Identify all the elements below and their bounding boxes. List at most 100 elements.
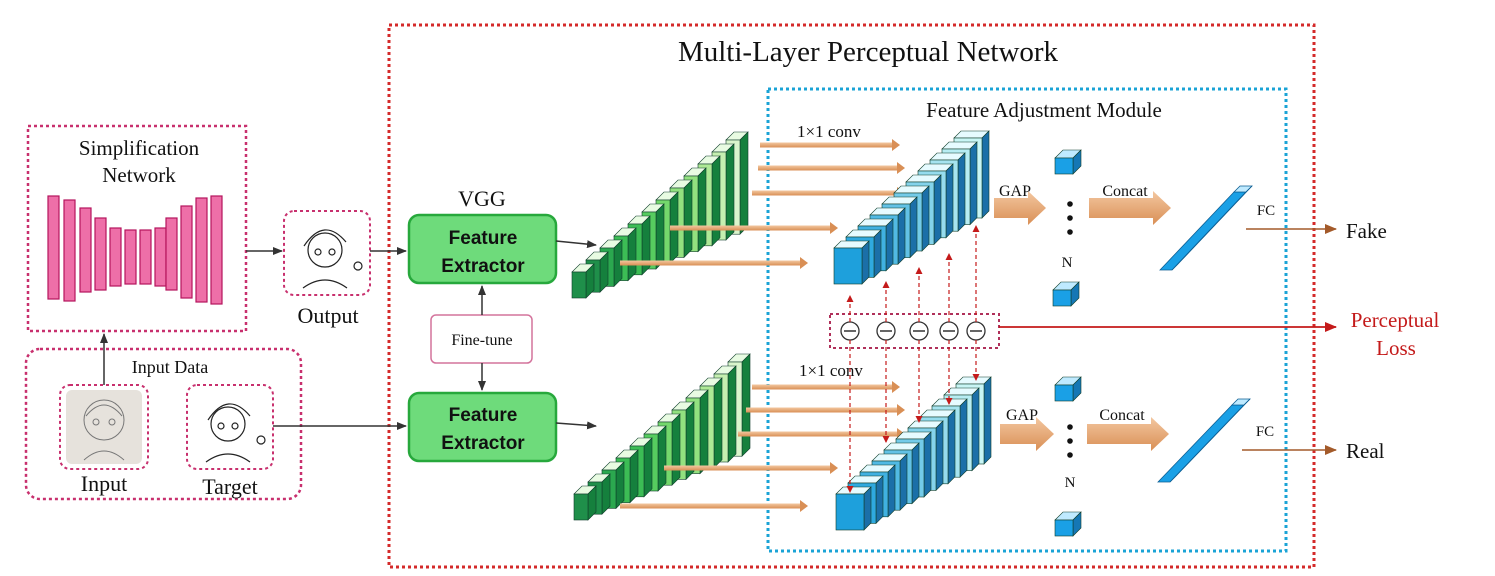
concat-label-top: Concat — [1102, 183, 1148, 200]
feature-extractor-top — [407, 213, 558, 285]
simplification-title-line1: Simplification — [79, 136, 200, 160]
fake-label: Fake — [1346, 219, 1387, 243]
output-sketch — [302, 229, 363, 289]
pooled-vector-cube — [1052, 281, 1080, 307]
unet-layer — [47, 195, 60, 300]
adjusted-feature-map — [835, 486, 872, 531]
n-label-top: N — [1062, 255, 1073, 271]
subtraction-ops — [840, 321, 986, 341]
concat-bar-face — [1157, 404, 1245, 483]
unet-layer — [139, 229, 152, 285]
gap-label-bottom: GAP — [1006, 407, 1038, 424]
real-label: Real — [1346, 439, 1385, 463]
feature-extractor-top-line1: Feature — [449, 228, 518, 249]
feature-difference-arrows — [846, 225, 980, 493]
conv-arrow-head — [897, 162, 905, 174]
conv-arrow-head — [830, 462, 838, 474]
unet-layer — [79, 207, 92, 293]
vgg-feature-stack-top — [571, 131, 749, 299]
conv-arrow-shaft — [738, 431, 897, 437]
unet-layer — [109, 227, 122, 287]
unet-layer — [154, 227, 167, 287]
adjusted-feature-stack-bottom — [835, 376, 992, 531]
vgg-feature-map — [571, 263, 595, 299]
unet-layer — [180, 205, 193, 299]
conv-arrow-head — [800, 257, 808, 269]
n-label-bottom: N — [1065, 475, 1076, 491]
conv-label-bottom: 1×1 conv — [799, 361, 863, 380]
pooled-vectors — [1052, 149, 1082, 537]
conv-arrow-head — [800, 500, 808, 512]
conv-arrow-shaft — [620, 503, 800, 509]
feature-extractor-bottom-line1: Feature — [449, 405, 518, 426]
input-data-title: Input Data — [132, 357, 208, 377]
fc-label-top: FC — [1257, 203, 1275, 219]
simplification-network-box — [26, 124, 248, 333]
vgg-label: VGG — [458, 186, 506, 211]
extractor-bottom-to-stack-arrow — [555, 421, 597, 430]
network-title: Multi-Layer Perceptual Network — [678, 36, 1059, 68]
unet-layer — [195, 197, 208, 303]
concat-bars — [1157, 185, 1253, 483]
fine-tune-label: Fine-tune — [451, 332, 512, 349]
conv-arrow-shaft — [758, 165, 897, 171]
gap-arrow-bottom — [1000, 417, 1054, 451]
vgg-feature-stack-bottom — [573, 353, 751, 521]
conv-arrow-head — [897, 404, 905, 416]
unet-layer — [124, 229, 137, 285]
feature-difference-box — [829, 313, 1000, 349]
conv-arrow-shaft — [670, 225, 830, 231]
output-label: Output — [297, 303, 358, 328]
conv-arrows — [620, 139, 905, 512]
ellipsis-dots-bottom — [1067, 424, 1073, 458]
conv-arrow-shaft — [620, 260, 800, 266]
fc-label-bottom: FC — [1256, 424, 1274, 440]
conv-arrow-head — [892, 139, 900, 151]
conv-arrow-shaft — [752, 190, 897, 196]
concat-bar-side — [1171, 185, 1253, 271]
concat-arrow-top — [1089, 191, 1171, 225]
pooled-vector-cube — [1054, 149, 1082, 175]
unet-layer — [165, 217, 178, 291]
input-label: Input — [81, 471, 127, 496]
extractor-top-to-stack-arrow — [555, 240, 597, 249]
adjusted-feature-map — [833, 240, 870, 285]
conv-arrow-head — [892, 381, 900, 393]
unet-blocks — [47, 195, 223, 305]
conv-arrow-shaft — [752, 384, 892, 390]
perceptual-loss-line2: Loss — [1376, 336, 1416, 360]
conv-arrow-shaft — [746, 407, 897, 413]
feature-adjustment-module-box — [766, 87, 1288, 553]
conv-arrow-head — [830, 222, 838, 234]
target-label: Target — [202, 474, 257, 499]
unet-layer — [94, 217, 107, 291]
input-image — [66, 390, 142, 464]
adjusted-feature-stack-top — [833, 130, 990, 285]
target-sketch — [205, 403, 266, 463]
feature-extractor-top-line2: Extractor — [441, 256, 525, 277]
feature-extractor-bottom — [407, 391, 558, 463]
conv-arrow-shaft — [760, 142, 892, 148]
conv-arrow-shaft — [664, 465, 830, 471]
input-data-box — [24, 347, 303, 501]
concat-bar-side — [1169, 398, 1251, 483]
feature-extractor-bottom-line2: Extractor — [441, 433, 525, 454]
target-image-frame — [186, 384, 274, 470]
gap-label-top: GAP — [999, 183, 1031, 200]
pooled-vector-cube — [1054, 511, 1082, 537]
output-image-frame — [283, 210, 371, 296]
ellipsis-dots-top — [1067, 201, 1073, 235]
gap-arrow-top — [994, 191, 1046, 225]
unet-layer — [210, 195, 223, 305]
conv-label-top: 1×1 conv — [797, 122, 861, 141]
vgg-feature-map — [573, 485, 597, 521]
concat-bar-face — [1159, 191, 1247, 271]
simplification-title-line2: Network — [102, 163, 176, 187]
perceptual-loss-line1: Perceptual — [1351, 308, 1440, 332]
concat-arrow-bottom — [1087, 417, 1169, 451]
perceptual-network-box — [387, 23, 1316, 569]
input-sketch — [83, 399, 125, 461]
fam-title: Feature Adjustment Module — [926, 98, 1162, 122]
unet-layer — [63, 199, 76, 302]
